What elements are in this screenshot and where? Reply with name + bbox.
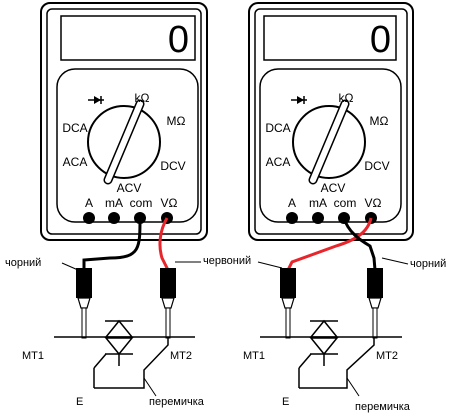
- left-black-lead: [82, 217, 142, 270]
- left-mt2-label: MT2: [170, 350, 192, 362]
- left-diode-icon: [88, 96, 104, 104]
- right-jack-a-label: A: [288, 196, 296, 210]
- left-jack-a[interactable]: [83, 212, 95, 224]
- right-dial-dcv: DCV: [364, 159, 389, 173]
- right-probes: [280, 268, 383, 339]
- left-probe-red-body: [160, 268, 176, 298]
- left-triac-upper-triangle: [104, 319, 134, 338]
- left-display: [60, 15, 196, 61]
- left-jack-a-label: A: [85, 196, 93, 210]
- left-dial-dcv: DCV: [160, 159, 185, 173]
- right-dial-panel: [259, 68, 402, 223]
- left-probe-black-body: [76, 268, 92, 298]
- right-triac-lower-triangle: [309, 337, 339, 356]
- left-black-lead-label: чорний: [5, 257, 41, 269]
- left-dial-dca: DCA: [62, 121, 87, 135]
- left-mt1-label: MT1: [22, 350, 44, 362]
- right-jack-ma-label: mA: [309, 196, 327, 210]
- left-jack-com-label: com: [130, 196, 153, 210]
- right-dial-kohm: kΩ: [339, 91, 354, 105]
- right-dial-dca: DCA: [265, 121, 290, 135]
- right-diode-icon: [291, 96, 307, 104]
- left-triac-lower-triangle: [104, 337, 134, 356]
- right-jack-a[interactable]: [286, 212, 298, 224]
- left-dial-acv: ACV: [117, 181, 142, 195]
- right-jumper-label: перемичка: [355, 401, 411, 413]
- left-dial-mohm: MΩ: [167, 114, 186, 128]
- right-probe-black-body: [367, 268, 383, 298]
- left-jack-ma-label: mA: [105, 196, 123, 210]
- right-dial-acv: ACV: [321, 181, 346, 195]
- left-red-lead: [158, 217, 170, 271]
- left-meter-inner-frame: [46, 8, 202, 235]
- right-mt2-label: MT2: [376, 350, 398, 362]
- left-dial-pointer-fill: [105, 101, 143, 183]
- right-triac-circuit: [260, 319, 402, 397]
- right-black-lead: [342, 217, 377, 271]
- left-jumper-wire: [94, 337, 169, 389]
- right-jack-ma[interactable]: [312, 212, 324, 224]
- left-dial-aca: ACA: [63, 155, 88, 169]
- right-red-lead: [286, 217, 373, 271]
- left-multimeter: 0 kΩ MΩ DCA ACA DCV ACV A mA com VΩ: [40, 2, 208, 271]
- left-jack-ma[interactable]: [108, 212, 120, 224]
- left-red-lead-label: червоний: [203, 255, 251, 267]
- right-jumper-wire: [299, 337, 375, 389]
- right-dial-pointer-fill: [310, 101, 348, 183]
- right-meter-inner-frame: [254, 8, 408, 235]
- left-jumper-label: перемичка: [149, 396, 205, 408]
- left-probes: [76, 268, 176, 339]
- right-jack-vohm-label: VΩ: [365, 196, 382, 210]
- left-triac-circuit: [54, 319, 195, 397]
- right-display-value: 0: [370, 19, 391, 61]
- right-display: [263, 15, 397, 61]
- right-dial-aca: ACA: [266, 155, 291, 169]
- right-jack-com-label: com: [334, 196, 357, 210]
- left-jack-vohm-label: VΩ: [161, 196, 178, 210]
- right-mt1-label: MT1: [243, 350, 265, 362]
- right-black-lead-label: чорний: [410, 258, 446, 270]
- right-multimeter: 0 kΩ MΩ DCA ACA DCV ACV A mA com VΩ: [248, 2, 414, 271]
- left-gate-label: E: [76, 396, 83, 408]
- right-dial-mohm: MΩ: [370, 114, 389, 128]
- left-display-value: 0: [168, 19, 189, 61]
- left-dial-panel: [56, 68, 199, 223]
- right-probe-red-body: [280, 268, 296, 298]
- left-dial-kohm: kΩ: [135, 91, 150, 105]
- right-triac-upper-triangle: [309, 319, 339, 338]
- right-gate-label: E: [282, 396, 289, 408]
